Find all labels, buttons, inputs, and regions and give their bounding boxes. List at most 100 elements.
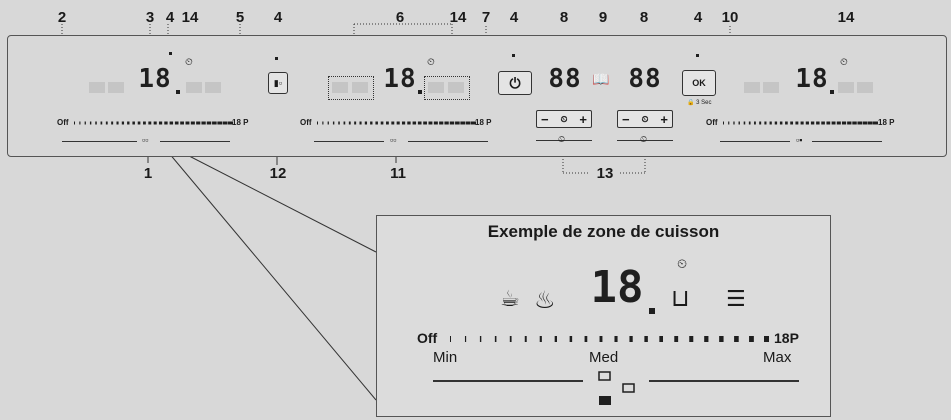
slider-tick	[728, 121, 730, 125]
callout-4-c: 4	[509, 9, 519, 26]
slider-tick	[396, 121, 400, 125]
slider-tick	[428, 121, 433, 125]
slider-tick	[370, 121, 373, 125]
slider-tick	[554, 336, 557, 342]
zone2-ghost-left-1	[332, 82, 348, 93]
slider-tick	[407, 121, 411, 125]
callout-4: 4	[165, 9, 175, 26]
slider-tick	[785, 121, 788, 125]
callout-14-b: 14	[449, 9, 467, 26]
slider-tick	[386, 121, 389, 125]
zone3-slider[interactable]	[723, 120, 879, 128]
slider-tick	[795, 121, 799, 125]
slider-tick	[116, 121, 119, 125]
zone2-ghost-right-2	[448, 82, 464, 93]
zone3-ghost-left-2	[763, 82, 779, 93]
slider-tick	[317, 121, 318, 125]
timer-display-right: 88	[628, 64, 662, 94]
timer-adjust-right-line	[617, 140, 673, 141]
slider-tick	[322, 121, 324, 125]
slider-tick	[569, 336, 573, 342]
slider-tick	[769, 121, 772, 125]
zone2-bracket-left	[328, 76, 374, 100]
slider-tick	[222, 121, 228, 125]
callout-14: 14	[181, 9, 199, 26]
slider-tick	[84, 121, 86, 125]
slider-tick	[449, 121, 455, 125]
zone2-slider[interactable]	[317, 120, 477, 128]
zoom-min-label: Min	[433, 349, 458, 366]
slider-tick	[143, 121, 146, 125]
minus-icon[interactable]: −	[622, 111, 630, 127]
plus-icon[interactable]: +	[660, 111, 668, 127]
zone2-timer-icon: ⏲	[427, 57, 435, 68]
plus-icon[interactable]: +	[579, 111, 587, 127]
zone2-slider-max: 18 P	[475, 118, 492, 127]
slider-tick	[816, 121, 820, 125]
callout-1: 1	[143, 165, 153, 182]
slider-tick	[105, 121, 108, 125]
slider-tick	[180, 121, 184, 125]
slider-tick	[754, 121, 756, 125]
zone1-indicator-dot	[169, 52, 172, 55]
zoom-power-display: 18	[590, 262, 644, 313]
slider-tick	[228, 121, 233, 125]
slider-tick	[821, 121, 825, 125]
zone1-zone-icon: ▫▫	[142, 135, 149, 145]
slider-tick	[364, 121, 368, 125]
minus-icon[interactable]: −	[541, 111, 549, 127]
zone2-bracket-right	[424, 76, 470, 100]
slider-tick	[659, 336, 663, 342]
zone3-slider-off: Off	[706, 118, 718, 127]
pot-stir-icon: ♨	[534, 287, 556, 314]
zone2-power-display: 18	[383, 64, 417, 94]
slider-tick	[158, 121, 163, 125]
callout-11: 11	[390, 165, 406, 182]
zoom-slider-off: Off	[417, 330, 438, 346]
slider-tick	[749, 336, 754, 342]
callout-9: 9	[598, 9, 608, 26]
callout-14-c: 14	[837, 9, 855, 26]
slider-tick	[121, 121, 125, 125]
slider-tick	[74, 121, 75, 125]
slider-tick	[95, 121, 97, 125]
slider-tick	[509, 336, 512, 342]
timer-adjust-left[interactable]: − ⏲ +	[536, 110, 592, 128]
slider-tick	[201, 121, 206, 125]
zone1-ghost-right-1	[186, 82, 202, 93]
callout-2: 2	[57, 9, 67, 26]
slider-tick	[401, 121, 406, 125]
recipe-book-icon: 📖	[592, 71, 610, 87]
timer-icon: ⏲	[560, 113, 568, 124]
slider-tick	[743, 121, 746, 125]
slider-tick	[391, 121, 395, 125]
slider-tick	[217, 121, 223, 125]
ok-button[interactable]: OK	[682, 70, 716, 96]
slider-tick	[455, 121, 460, 125]
slider-tick	[674, 336, 679, 342]
lock-hint: 🔒 3 Sec	[687, 99, 712, 106]
slider-tick	[790, 121, 794, 125]
callout-10: 10	[721, 9, 739, 26]
slider-tick	[375, 121, 378, 125]
slider-tick	[164, 121, 168, 125]
slider-tick	[826, 121, 831, 125]
lock-icon: 🔒	[687, 100, 695, 106]
power-button[interactable]: ⏻	[498, 71, 532, 95]
slider-tick	[153, 121, 157, 125]
slider-tick	[644, 336, 648, 342]
zone2-ghost-right-1	[428, 82, 444, 93]
zone1-slider[interactable]	[74, 120, 234, 128]
slider-tick	[629, 336, 633, 342]
zoom-slider[interactable]	[450, 333, 770, 347]
timer-display-left: 88	[548, 64, 582, 94]
timer-adjust-right[interactable]: − ⏲ +	[617, 110, 673, 128]
slider-tick	[779, 121, 783, 125]
slider-tick	[132, 121, 135, 125]
slider-tick	[748, 121, 751, 125]
slider-tick	[810, 121, 815, 125]
slider-tick	[873, 121, 878, 125]
bridge-button[interactable]: ▮▫	[268, 72, 288, 94]
slider-tick	[539, 336, 542, 342]
slider-tick	[734, 336, 739, 342]
